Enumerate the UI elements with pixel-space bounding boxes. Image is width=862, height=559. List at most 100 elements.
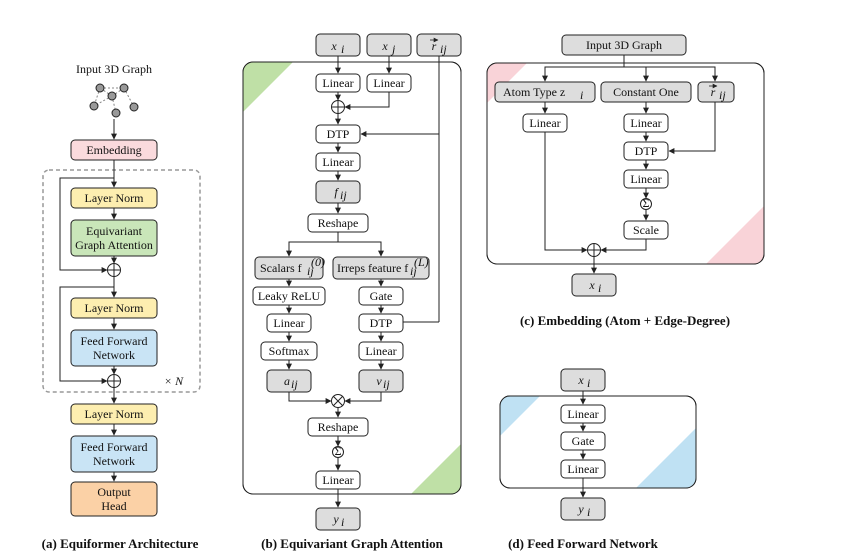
times-n-label: × N bbox=[164, 374, 184, 388]
xi-sub-c: i bbox=[598, 281, 601, 295]
xi-label: x bbox=[330, 39, 337, 53]
ffn-label-line2-b: Network bbox=[93, 454, 135, 468]
add-icon-1 bbox=[107, 263, 121, 277]
atom-type-sub: i bbox=[580, 88, 583, 102]
xi-output-c bbox=[571, 273, 617, 297]
caption-c: (c) Embedding (Atom + Edge-Degree) bbox=[520, 313, 730, 328]
rij-sub-c: ij bbox=[719, 88, 726, 102]
linear-d-1-label: Linear bbox=[567, 407, 598, 421]
linear-c-3-label: Linear bbox=[630, 172, 661, 186]
xi-label-d: x bbox=[577, 373, 584, 387]
linear-b-2-label: Linear bbox=[373, 76, 404, 90]
fij-block bbox=[315, 180, 361, 204]
gate-b-label: Gate bbox=[370, 289, 393, 303]
caption-a: (a) Equiformer Architecture bbox=[42, 536, 199, 551]
vij-label: v bbox=[376, 374, 382, 388]
accent-corner-br bbox=[411, 444, 461, 494]
fij-sub: ij bbox=[340, 188, 347, 202]
linear-b-6-label: Linear bbox=[322, 473, 353, 487]
caption-b: (b) Equivariant Graph Attention bbox=[261, 536, 443, 551]
atom-type-label: Atom Type z bbox=[503, 85, 565, 99]
linear-b-4-label: Linear bbox=[273, 316, 304, 330]
linear-c-1-label: Linear bbox=[529, 116, 560, 130]
scale-c-label: Scale bbox=[633, 223, 659, 237]
input-3d-graph-label: Input 3D Graph bbox=[76, 62, 152, 76]
add-icon-b bbox=[331, 100, 345, 114]
rij-label: r bbox=[432, 39, 437, 53]
xj-input bbox=[366, 33, 412, 57]
yi-output-d bbox=[560, 497, 606, 521]
caption-d: (d) Feed Forward Network bbox=[508, 536, 659, 551]
irreps-sup: (L) bbox=[414, 255, 429, 269]
xj-sub: j bbox=[390, 42, 396, 56]
embedding-label: Embedding bbox=[86, 143, 141, 157]
add-icon-c bbox=[587, 243, 601, 257]
ffn-label-line2-a: Network bbox=[93, 348, 135, 362]
output-label-line2: Head bbox=[101, 499, 126, 513]
accent-corner-tl bbox=[243, 62, 293, 112]
linear-b-1-label: Linear bbox=[322, 76, 353, 90]
reshape-b-1-label: Reshape bbox=[318, 216, 359, 230]
yi-label-d: y bbox=[577, 502, 584, 516]
scalars-sub: ij bbox=[307, 264, 314, 278]
xi-sub-d: i bbox=[587, 376, 590, 390]
layer-norm-label-3: Layer Norm bbox=[85, 407, 145, 421]
panel-b: x i x j r ij Linear Linear DTP Linear bbox=[242, 33, 462, 551]
scalars-sup: (0) bbox=[311, 255, 325, 269]
xi-label-c: x bbox=[588, 278, 595, 292]
layer-norm-label-1: Layer Norm bbox=[85, 191, 145, 205]
rij-input bbox=[416, 33, 462, 57]
reshape-b-2-label: Reshape bbox=[318, 420, 359, 434]
eq-attn-label-line1: Equivariant bbox=[86, 224, 143, 238]
xj-label: x bbox=[381, 39, 388, 53]
rij-input-c bbox=[697, 81, 735, 103]
yi-output-b bbox=[315, 507, 361, 531]
eq-attn-label-line2: Graph Attention bbox=[75, 238, 153, 252]
linear-b-3-label: Linear bbox=[322, 155, 353, 169]
yi-label-b: y bbox=[332, 512, 339, 526]
panel-c: Input 3D Graph Atom Type z i Constant On… bbox=[486, 34, 765, 328]
accent-corner-br-d bbox=[636, 428, 696, 488]
sum-icon-b: Σ bbox=[332, 444, 344, 458]
irreps-sub: ij bbox=[410, 264, 417, 278]
panel-d: x i Linear Gate Linear y i (d) Feed Forw… bbox=[499, 368, 697, 551]
xi-sub: i bbox=[341, 42, 344, 56]
vij-sub: ij bbox=[383, 377, 390, 391]
sum-label-b: Σ bbox=[335, 444, 342, 458]
yi-sub-b: i bbox=[341, 515, 344, 529]
dtp-b-2-label: DTP bbox=[370, 316, 393, 330]
linear-d-2-label: Linear bbox=[567, 462, 598, 476]
gate-d-label: Gate bbox=[572, 434, 595, 448]
add-icon-2 bbox=[107, 374, 121, 388]
irreps-label: Irreps feature f bbox=[337, 261, 408, 275]
yi-sub-d: i bbox=[587, 505, 590, 519]
rij-label-c: r bbox=[711, 85, 716, 99]
aij-sub: ij bbox=[291, 377, 298, 391]
rij-sub: ij bbox=[440, 42, 447, 56]
graph-icon bbox=[89, 83, 139, 118]
scalars-label: Scalars f bbox=[260, 261, 302, 275]
output-label-line1: Output bbox=[97, 485, 131, 499]
panel-a: Input 3D Graph Embedding Layer Norm bbox=[42, 62, 201, 551]
linear-c-2-label: Linear bbox=[630, 116, 661, 130]
layer-norm-label-2: Layer Norm bbox=[85, 301, 145, 315]
aij-label: a bbox=[284, 374, 290, 388]
sum-label-c: Σ bbox=[643, 196, 650, 210]
dtp-c-label: DTP bbox=[635, 144, 658, 158]
dtp-b-1-label: DTP bbox=[327, 127, 350, 141]
repeat-block-outline bbox=[42, 169, 201, 393]
ffn-label-line1-a: Feed Forward bbox=[81, 334, 148, 348]
linear-b-5-label: Linear bbox=[365, 344, 396, 358]
accent-corner-br-c bbox=[706, 206, 764, 264]
multiply-icon bbox=[331, 394, 345, 408]
leaky-relu-label: Leaky ReLU bbox=[258, 289, 321, 303]
input-3d-graph-c-label: Input 3D Graph bbox=[586, 38, 662, 52]
xi-input bbox=[315, 33, 361, 57]
accent-corner-tl-d bbox=[500, 396, 540, 436]
constant-one-label: Constant One bbox=[613, 85, 679, 99]
softmax-label: Softmax bbox=[269, 344, 310, 358]
fij-label: f bbox=[334, 185, 339, 199]
output-head-block bbox=[70, 481, 158, 517]
ffn-label-line1-b: Feed Forward bbox=[81, 440, 148, 454]
